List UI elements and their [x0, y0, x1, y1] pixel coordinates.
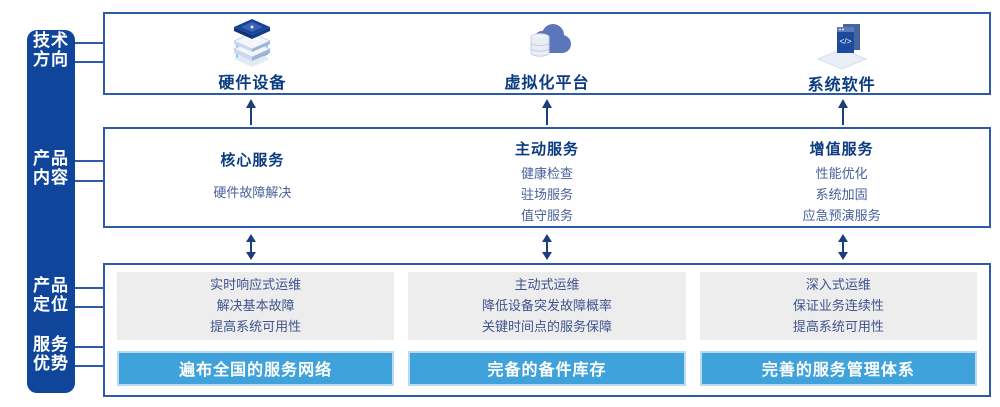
sidebar-item-product-content: 产品 内容	[33, 149, 69, 187]
service-item: 系统加固	[815, 187, 868, 202]
sidebar-item-product-positioning: 产品 定位	[33, 276, 69, 314]
tech-label-virtualization: 虚拟化平台	[504, 75, 590, 92]
sidebar-item-tech-direction: 技术 方向	[33, 31, 69, 69]
advantage-banner: 完善的服务管理体系	[699, 350, 977, 386]
positioning-line: 保证业务连续性	[792, 298, 884, 314]
tech-column-hardware: 硬件设备	[105, 14, 400, 93]
positioning-box: 深入式运维 保证业务连续性 提高系统可用性	[699, 272, 977, 340]
service-item: 应急预演服务	[802, 208, 881, 223]
connector-line	[75, 42, 103, 44]
bottom-cell-indepth: 深入式运维 保证业务连续性 提高系统可用性 完善的服务管理体系	[699, 272, 977, 386]
tech-column-software: </> 系统软件	[694, 14, 989, 94]
connector-line	[75, 346, 103, 348]
service-item: 驻场服务	[521, 187, 574, 202]
positioning-line: 解决基本故障	[216, 298, 295, 314]
service-item: 硬件故障解决	[213, 185, 292, 200]
up-arrow	[245, 99, 257, 125]
service-title: 核心服务	[220, 152, 285, 169]
service-item: 性能优化	[815, 166, 868, 181]
service-item: 健康检查	[521, 166, 574, 181]
up-arrow	[541, 99, 553, 125]
cloud-database-icon	[519, 19, 575, 67]
positioning-line: 提高系统可用性	[210, 319, 302, 335]
service-column-active: 主动服务 健康检查 驻场服务 值守服务	[400, 129, 695, 226]
positioning-line: 实时响应式运维	[210, 277, 302, 293]
product-content-panel: 核心服务 硬件故障解决 主动服务 健康检查 驻场服务 值守服务 增值服务 性能优…	[103, 127, 991, 228]
bottom-cell-proactive: 主动式运维 降低设备突发故障概率 关键时间点的服务保障 完备的备件库存	[408, 272, 686, 386]
positioning-box: 实时响应式运维 解决基本故障 提高系统可用性	[117, 272, 395, 340]
double-arrow	[837, 234, 849, 260]
code-window-icon: </>	[814, 19, 870, 69]
positioning-advantage-panel: 实时响应式运维 解决基本故障 提高系统可用性 遍布全国的服务网络 主动式运维 降…	[103, 263, 991, 397]
connector-line	[75, 365, 103, 367]
category-sidebar: 技术 方向 产品 内容 产品 定位 服务 优势	[27, 30, 75, 393]
tech-label-hardware: 硬件设备	[218, 75, 287, 92]
positioning-line: 深入式运维	[805, 277, 871, 293]
connector-line	[75, 287, 103, 289]
connector-line	[75, 306, 103, 308]
positioning-box: 主动式运维 降低设备突发故障概率 关键时间点的服务保障	[408, 272, 686, 340]
double-arrow	[245, 234, 257, 260]
double-arrow	[541, 234, 553, 260]
service-title: 主动服务	[515, 141, 580, 158]
tech-column-virtualization: 虚拟化平台	[400, 14, 695, 93]
connector-line	[75, 160, 103, 162]
service-column-core: 核心服务 硬件故障解决	[105, 129, 400, 226]
connector-line	[75, 61, 103, 63]
sidebar-item-service-advantage: 服务 优势	[33, 335, 69, 373]
bottom-cell-realtime: 实时响应式运维 解决基本故障 提高系统可用性 遍布全国的服务网络	[117, 272, 395, 386]
svg-text:</>: </>	[839, 36, 851, 46]
positioning-line: 提高系统可用性	[792, 319, 884, 335]
up-arrow	[837, 99, 849, 125]
positioning-line: 关键时间点的服务保障	[481, 319, 612, 335]
service-title: 增值服务	[809, 141, 874, 158]
service-item: 值守服务	[521, 208, 574, 223]
tech-direction-panel: 硬件设备 虚拟化平台	[103, 12, 991, 95]
service-column-value-added: 增值服务 性能优化 系统加固 应急预演服务	[694, 129, 989, 226]
hardware-stack-icon	[224, 19, 280, 67]
connector-line	[75, 180, 103, 182]
advantage-banner: 完备的备件库存	[408, 350, 686, 386]
positioning-line: 主动式运维	[514, 277, 580, 293]
advantage-banner: 遍布全国的服务网络	[117, 350, 395, 386]
tech-label-software: 系统软件	[807, 77, 876, 94]
positioning-line: 降低设备突发故障概率	[481, 298, 612, 314]
